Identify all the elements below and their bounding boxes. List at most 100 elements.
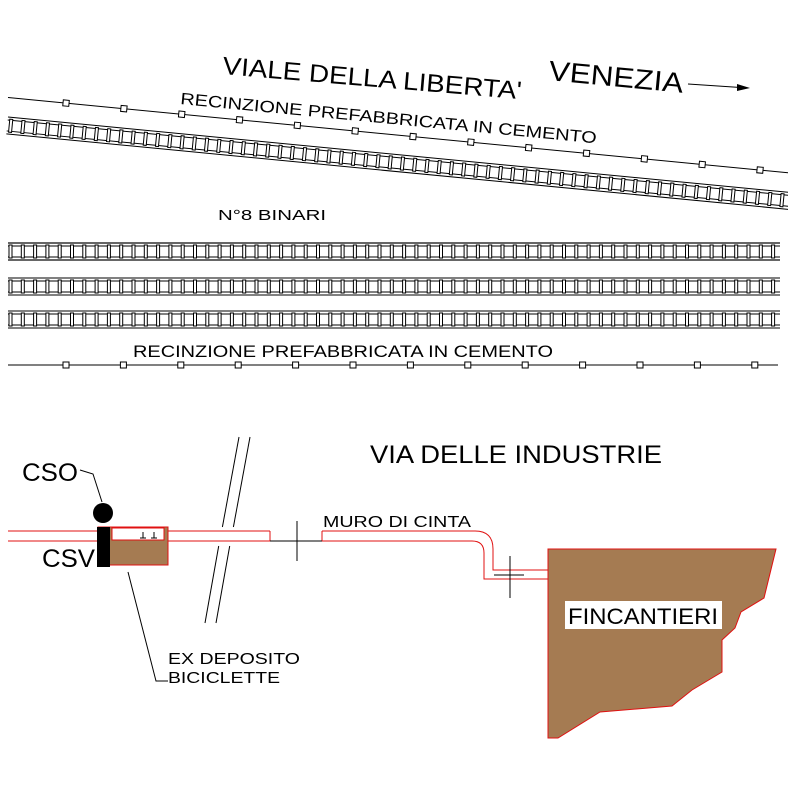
rail-tie — [93, 126, 100, 142]
rail-tie — [389, 244, 394, 259]
rail-tie — [387, 155, 393, 170]
rail-tie — [205, 244, 210, 259]
rail-tie — [340, 312, 345, 327]
wall-label: MURO DI CINTA — [323, 514, 471, 531]
rail-tie — [734, 312, 739, 327]
rail-tie — [672, 279, 677, 294]
rail-tie — [156, 244, 161, 259]
rail-tie — [216, 138, 222, 154]
rail-tie — [20, 312, 25, 327]
rail-tie — [314, 148, 320, 163]
rail-tie — [718, 187, 724, 202]
rail-tie — [350, 151, 357, 167]
rail-tie — [632, 178, 638, 194]
rail-tie — [562, 279, 566, 294]
rail-tie — [131, 312, 136, 327]
rail-tie — [509, 167, 516, 182]
rail-tie — [730, 188, 736, 203]
rail-tie — [377, 244, 382, 259]
rail-tie — [82, 244, 87, 259]
rail-tie — [669, 182, 675, 197]
rail-tie — [289, 145, 295, 161]
rail-tie — [414, 279, 419, 294]
rail-tie — [81, 125, 87, 141]
street-label-via-delle-industrie: VIA DELLE INDUSTRIE — [370, 441, 662, 469]
rail-tie — [338, 150, 344, 165]
rail-tie — [451, 244, 456, 259]
rail-tie — [448, 161, 455, 176]
rail-tie — [130, 130, 136, 145]
rail-tie — [697, 279, 702, 294]
rail-tie — [414, 312, 419, 327]
rail-tie — [635, 312, 640, 327]
rail-tie — [742, 189, 748, 204]
rail-tie — [426, 279, 431, 294]
rail-tie — [546, 170, 553, 185]
rail-tie — [525, 244, 530, 259]
rail-tie — [301, 146, 308, 162]
rail-tie — [352, 244, 357, 259]
rail-tie — [500, 244, 505, 259]
rail-tie — [377, 279, 382, 294]
rail-tie — [771, 279, 776, 294]
rail-tie — [497, 165, 504, 181]
fence-bottom — [8, 361, 778, 369]
rail-tie — [205, 279, 210, 294]
rail-tie — [697, 312, 702, 327]
rail-tie — [56, 123, 63, 138]
rail-tie — [168, 279, 173, 294]
rail-tie — [500, 279, 505, 294]
rail-tie — [266, 244, 271, 259]
rail-tie — [191, 136, 197, 151]
rail-tie — [500, 312, 505, 327]
rail-tie — [291, 244, 296, 259]
rail-tie — [254, 279, 259, 294]
fence-post — [292, 361, 300, 369]
rail-tie — [549, 279, 554, 294]
rail-tie — [365, 312, 370, 327]
railway-track — [8, 310, 780, 329]
rail-tie — [180, 244, 185, 259]
rail-tie — [439, 244, 443, 259]
rail-tie — [142, 131, 149, 146]
rail-tie — [451, 312, 456, 327]
rail-tie — [439, 312, 443, 327]
railway-track — [8, 242, 780, 261]
rail-tie — [156, 312, 161, 327]
tracks-count-label: N°8 BINARI — [218, 207, 326, 224]
direction-label-venezia: VENEZIA — [547, 55, 685, 99]
rail-tie — [611, 312, 616, 327]
fence-post — [235, 116, 244, 124]
rail-tie — [463, 244, 468, 259]
rail-tie — [473, 163, 479, 178]
rail-tie — [180, 279, 185, 294]
rail-tie — [598, 279, 603, 294]
rail-tie — [303, 244, 308, 259]
rail-tie — [705, 185, 712, 201]
rail-tie — [648, 312, 653, 327]
rail-tie — [365, 244, 370, 259]
rail-tie — [672, 244, 677, 259]
rail-tie — [522, 168, 528, 183]
rail-tie — [328, 244, 333, 259]
rail-tie — [57, 244, 62, 259]
rail-tie — [611, 244, 616, 259]
fence-post — [349, 361, 357, 369]
rail-tie — [660, 279, 665, 294]
depot-label-line1: EX DEPOSITO — [168, 651, 300, 668]
direction-arrow-icon — [687, 83, 750, 91]
rail-tie — [537, 312, 542, 327]
rail-tie — [574, 279, 579, 294]
rail-tie — [229, 312, 234, 327]
street-label-viale-della-liberta: VIALE DELLA LIBERTA' — [221, 52, 522, 105]
rail-tie — [767, 191, 773, 207]
rail-tie — [488, 279, 493, 294]
rail-tie — [758, 279, 763, 294]
rail-tie — [303, 279, 308, 294]
rail-tie — [779, 193, 785, 208]
rail-tie — [340, 279, 345, 294]
rail-tie — [266, 279, 271, 294]
cso-leader-line — [79, 469, 103, 503]
rail-tie — [119, 279, 124, 294]
rail-tie — [8, 312, 13, 327]
